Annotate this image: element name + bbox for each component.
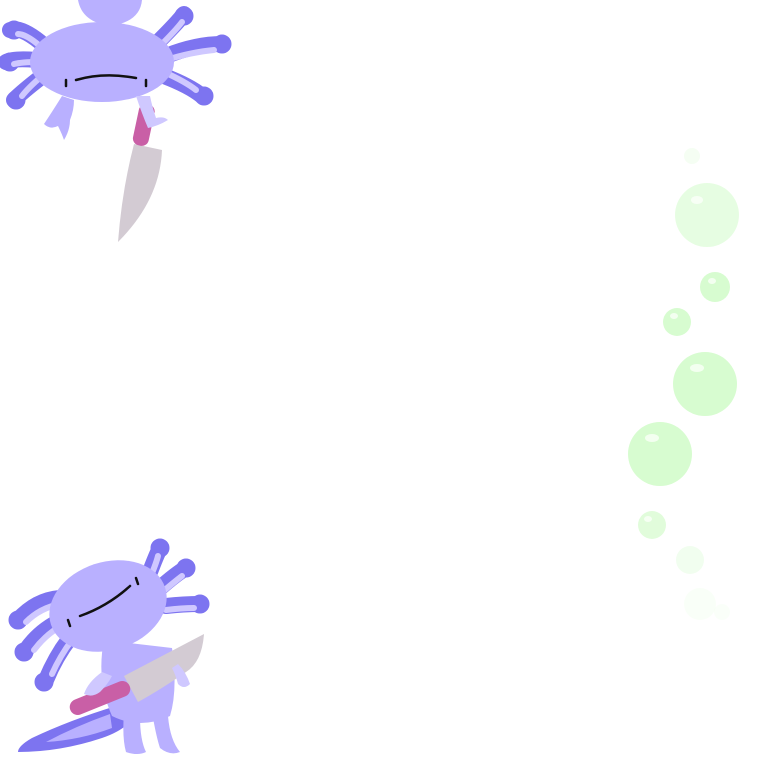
knife-blade [118,144,162,242]
bubble [675,183,739,247]
bubble [700,272,730,302]
bubble [663,308,691,336]
knife-handle [69,681,131,715]
knife-blade [124,634,204,702]
axolotl-tail-inner [46,714,112,742]
leg-left [123,712,146,754]
arm-left [44,96,74,140]
axolotl-face [66,576,140,628]
axolotl-tail [78,0,142,26]
bubble [714,604,730,620]
arm-right [136,96,168,128]
arm-left [84,672,112,696]
axolotl-upside-down [0,0,232,242]
knife [69,634,204,715]
axolotl-standing [8,538,210,754]
bubble [673,352,737,416]
leg-right [152,712,180,754]
gills-inner [23,553,197,677]
axolotl-face [64,74,148,88]
arm-right [172,664,190,687]
bubble [684,588,716,620]
bubble [684,148,700,164]
axolotl-head [30,22,174,102]
bubbles [628,148,739,620]
bubble [638,511,666,539]
bubble [628,422,692,486]
bubble [676,546,704,574]
